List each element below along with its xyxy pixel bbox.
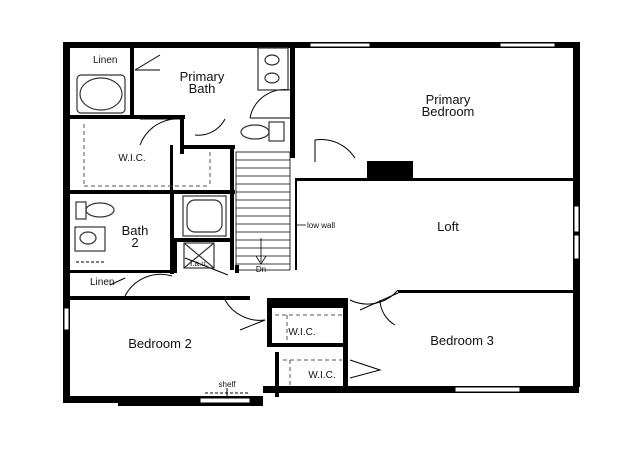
stairs xyxy=(235,151,306,271)
doors xyxy=(109,54,399,379)
primary-bath-fixtures xyxy=(76,47,289,142)
primary-bath-label-2: Bath xyxy=(189,81,216,96)
interior-walls xyxy=(70,48,573,397)
loft-label: Loft xyxy=(437,219,459,234)
linen-bottom-label: Linen xyxy=(90,277,114,288)
wic-rods xyxy=(83,124,342,385)
low-wall-label: low wall xyxy=(307,221,335,230)
wic-main-label: W.I.C. xyxy=(118,153,145,164)
bath2-label-1: Bath xyxy=(122,223,149,238)
shelf-marker xyxy=(205,388,250,396)
linen-top-label: Linen xyxy=(93,55,117,66)
shelf-label: shelf xyxy=(219,380,237,389)
wic-upper-label: W.I.C. xyxy=(288,327,315,338)
primary-bedroom-label-1: Primary xyxy=(426,92,471,107)
fau-label: f.a.u. xyxy=(190,259,208,268)
wic-lower-label: W.I.C. xyxy=(308,370,335,381)
bedroom3-label: Bedroom 3 xyxy=(430,333,494,348)
primary-bedroom-label-2: Bedroom xyxy=(422,104,475,119)
windows xyxy=(63,42,580,404)
stair-dn-label: Dn xyxy=(256,265,266,274)
bedroom2-label: Bedroom 2 xyxy=(128,336,192,351)
bath2-fixtures xyxy=(74,195,227,269)
primary-bath-label-1: Primary xyxy=(180,69,225,84)
bath2-label-2: 2 xyxy=(131,235,138,250)
